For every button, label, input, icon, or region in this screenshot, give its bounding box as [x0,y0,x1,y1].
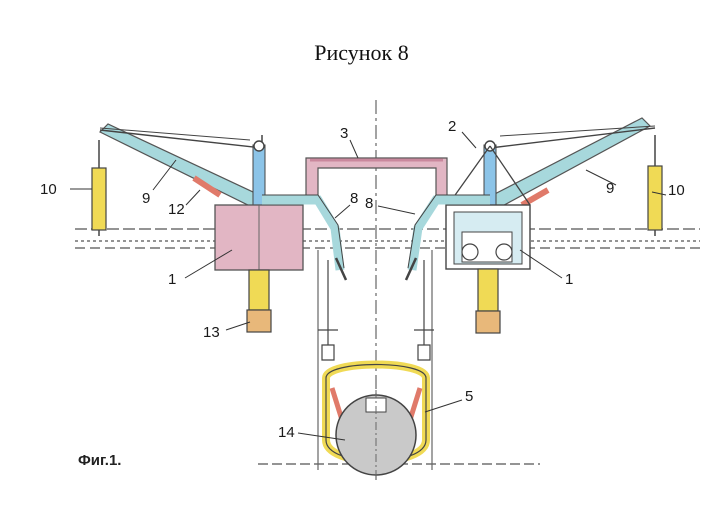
left-boom-9 [98,123,271,213]
callout-9-right: 9 [606,180,614,197]
left-grip-arm-8 [262,194,348,281]
right-red-link [520,187,550,208]
callout-1-left: 1 [168,271,176,288]
left-body-1 [214,204,304,333]
callout-labels: 10 9 12 1 13 3 8 2 9 10 8 1 5 14 [40,118,685,441]
right-cylinder-10 [647,135,663,236]
callout-10-left: 10 [40,181,57,198]
right-grip-arm-8 [404,194,490,281]
callout-3: 3 [340,125,348,142]
right-boom-9 [486,117,656,211]
callout-8-left: 8 [350,190,358,207]
callout-13: 13 [203,324,220,341]
pipe-14 [335,390,417,480]
figure-label: Фиг.1. [78,452,122,469]
callout-9-left: 9 [142,190,150,207]
left-red-link-12 [192,175,222,198]
leader-lines [70,131,667,441]
callout-8-right: 8 [365,195,373,212]
figure-caption: Рисунок 8 [314,40,409,65]
callout-12: 12 [168,201,185,218]
callout-14: 14 [278,424,295,441]
left-cylinder-10 [91,140,107,236]
callout-10-right: 10 [668,182,685,199]
right-body-1 [445,204,531,334]
callout-1-right: 1 [565,271,573,288]
callout-5: 5 [465,388,473,405]
callout-2: 2 [448,118,456,135]
hoist-cables [318,260,434,361]
